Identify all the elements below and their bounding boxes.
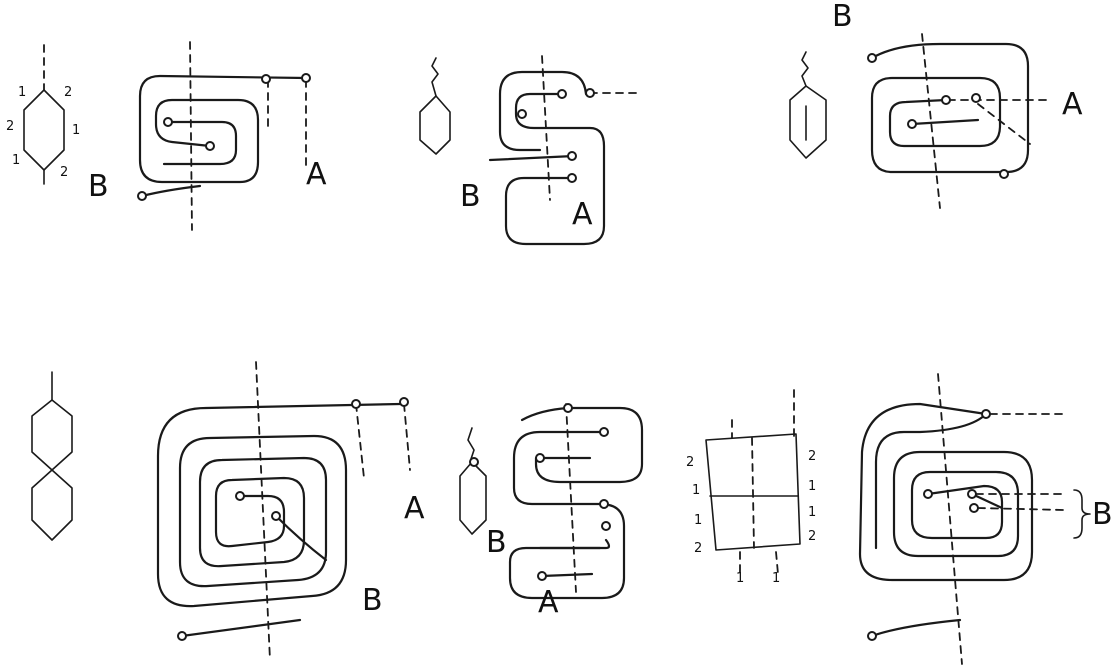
panel-3-curve: A B bbox=[832, 0, 1083, 208]
label-b: B bbox=[1092, 497, 1113, 532]
panel-2: A B bbox=[420, 56, 640, 244]
edge-number: 2 bbox=[64, 85, 72, 100]
panel-4-mini-graph bbox=[32, 372, 72, 540]
edge-number: 2 bbox=[808, 449, 816, 464]
label-a: A bbox=[1062, 87, 1083, 122]
panel-5: A B bbox=[460, 404, 642, 620]
panel-2-curve: A B bbox=[460, 56, 640, 244]
edge-number: 1 bbox=[772, 571, 780, 586]
edge-number: 2 bbox=[6, 119, 14, 134]
edge-number: 1 bbox=[692, 483, 700, 498]
edge-number: 2 bbox=[694, 541, 702, 556]
edge-number: 1 bbox=[808, 505, 816, 520]
edge-number: 1 bbox=[736, 571, 744, 586]
edge-number: 2 bbox=[686, 455, 694, 470]
panel-6-curve: B bbox=[860, 374, 1113, 664]
label-b: B bbox=[486, 525, 507, 560]
panel-3-mini-graph bbox=[790, 52, 826, 158]
label-a: A bbox=[572, 197, 593, 232]
edge-number: 2 bbox=[60, 165, 68, 180]
label-a: A bbox=[404, 491, 425, 526]
label-a: A bbox=[538, 585, 559, 620]
label-a: A bbox=[306, 157, 327, 192]
panel-1-mini-graph: 1 2 2 1 1 2 bbox=[6, 45, 80, 184]
edge-number: 1 bbox=[72, 123, 80, 138]
panel-4: A B bbox=[32, 362, 425, 660]
edge-number: 1 bbox=[694, 513, 702, 528]
edge-number: 1 bbox=[18, 85, 26, 100]
panel-6: 2 1 1 2 2 1 1 2 1 1 B bbox=[686, 374, 1113, 664]
label-b: B bbox=[832, 0, 853, 34]
label-b: B bbox=[88, 169, 109, 204]
panel-4-curve: A B bbox=[158, 362, 425, 660]
edge-number: 1 bbox=[808, 479, 816, 494]
panel-3: A B bbox=[790, 0, 1083, 208]
panel-1: 1 2 2 1 1 2 A B bbox=[6, 42, 327, 230]
panel-5-mini-graph bbox=[460, 428, 486, 534]
label-b: B bbox=[362, 583, 383, 618]
edge-number: 2 bbox=[808, 529, 816, 544]
panel-5-curve: A B bbox=[486, 404, 642, 620]
edge-number: 1 bbox=[12, 153, 20, 168]
panel-2-mini-graph bbox=[420, 58, 450, 154]
panel-1-curve: A B bbox=[88, 42, 327, 230]
panel-6-grid: 2 1 1 2 2 1 1 2 1 1 bbox=[686, 390, 816, 586]
label-b: B bbox=[460, 179, 481, 214]
